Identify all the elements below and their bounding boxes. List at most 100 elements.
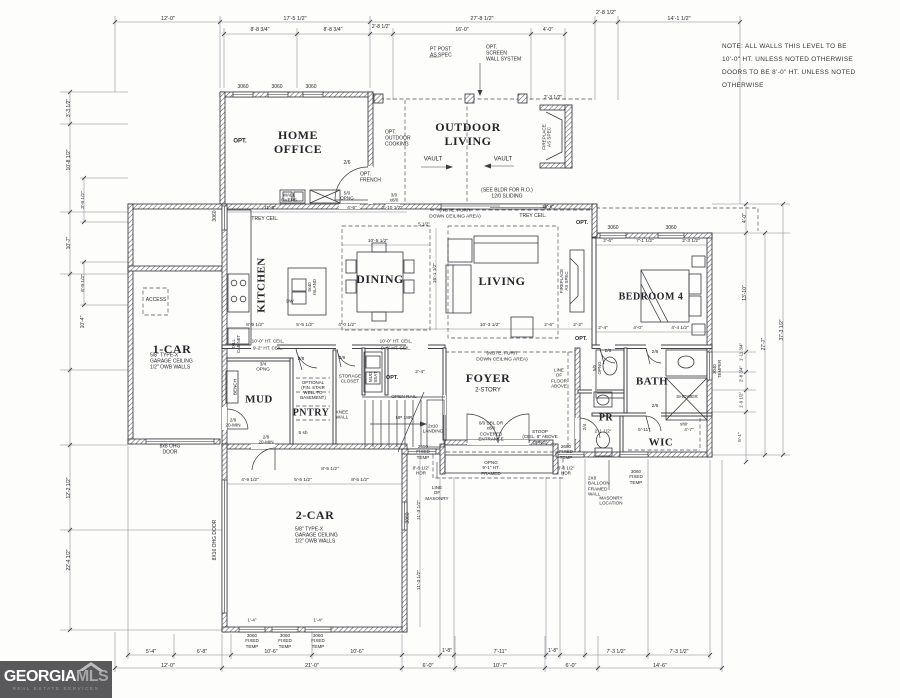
plan-annotation-62: MASONRY LOCATION: [599, 495, 623, 506]
plan-annotation-91: 3040 TEMPER: [711, 359, 722, 379]
plan-annotation-14: 2-STORY: [475, 387, 501, 394]
plan-annotation-90: SHOWER: [676, 395, 698, 401]
butler-cabinet: [309, 189, 341, 204]
plan-annotation-27: 5/0 OPNG: [340, 190, 354, 201]
porch-post: [464, 93, 475, 104]
plan-annotation-72: 2/6: [338, 356, 346, 362]
plan-annotation-52: 1'-4": [313, 617, 323, 623]
plan-annotation-58: STOOP (CEIL. 8" ABOVE OPNG): [522, 429, 558, 445]
plan-annotation-97: OPT.: [576, 219, 588, 226]
plan-annotation-47: 3060 FIXED TEMP: [245, 633, 259, 649]
trey-ceiling-living: [447, 225, 559, 339]
plan-annotation-104: 2'-8 1/2": [595, 9, 617, 16]
plan-annotation-89: 5/0 OPNG: [591, 361, 602, 375]
plan-annotation-36: TREY CEIL.: [251, 216, 279, 223]
plan-annotation-67: KNEE WALL: [335, 409, 349, 420]
plan-annotation-110: 4'-0": [542, 27, 554, 34]
plan-annotation-163: 11'-3 1/2": [417, 500, 423, 520]
plan-annotation-79: OPTIONAL (FIN. STAIR WELL TO BASEMENT): [300, 379, 326, 401]
pantry-shelves: [296, 377, 330, 421]
plan-annotation-56: 8'-6 1/2" HDR: [557, 465, 575, 476]
plan-annotation-105: 14'-1 1/2": [667, 15, 691, 22]
plan-annotation-73: BENCH: [232, 378, 238, 396]
entry-door-right: [497, 413, 530, 444]
plan-annotation-164: 11'-3 1/2": [417, 570, 423, 590]
pr-vanity: [593, 391, 613, 408]
plan-annotation-108: 2'-8 1/2": [371, 24, 391, 31]
kitchen-counter: [227, 209, 252, 345]
plan-annotation-32: 2'-3 1/2": [543, 95, 563, 102]
plan-annotation-109: 16'-0": [455, 27, 469, 34]
room-label-foyer: FOYER: [465, 371, 511, 386]
plan-annotation-106: 8'-8 3/4": [250, 27, 270, 34]
logo-mls-text: MLS: [75, 667, 109, 685]
plan-annotation-129: 10'-7": [66, 236, 73, 250]
plan-note-line1: NOTE: ALL WALLS THIS LEVEL TO BE: [722, 43, 847, 50]
plan-annotation-125: 14'-6": [652, 662, 668, 669]
plan-annotation-51: 1'-4": [247, 617, 257, 623]
plan-annotation-50: 3060 FIXED TEMP: [629, 469, 643, 485]
plan-annotation-60: 2X8 BALLOON FRAMED WALL: [588, 475, 610, 497]
plan-annotation-113: 10'-6": [264, 649, 278, 656]
plan-annotation-39: 5 1/2": [418, 221, 430, 227]
stairs: [362, 391, 445, 453]
door-swings: [226, 166, 662, 471]
plan-annotation-155: 2'-3 1/2": [682, 239, 700, 245]
room-label-kitchen: KITCHEN: [255, 257, 268, 313]
plan-annotation-158: 4'-4 1/2": [671, 326, 689, 332]
plan-annotation-29: VAULT: [423, 156, 443, 163]
plan-annotation-17: 8x8 OHG DOOR: [159, 443, 181, 455]
wall-ovens: [279, 189, 306, 204]
plan-annotation-19: ACCESS: [145, 297, 167, 304]
leader-lines: [421, 56, 610, 490]
plan-annotation-96: FIREPLACE AS SPEC: [558, 268, 569, 294]
kitchen-island: [287, 267, 327, 316]
trey-ceiling-dining: [341, 225, 431, 331]
plan-annotation-132: 12'-2 1/2": [66, 477, 73, 499]
room-label-home-office: HOME OFFICE: [273, 128, 323, 156]
plan-annotation-142: 11'-6": [264, 206, 276, 212]
plan-annotation-126: 3'-3 1/2": [66, 98, 73, 118]
plan-annotation-81: 10'-0" HT. CEIL.: [251, 338, 285, 344]
armchair: [447, 238, 473, 263]
mud-seat-cubby: [363, 351, 383, 393]
plan-annotation-123: 10'-7": [492, 662, 508, 669]
plan-annotation-66: 2x10 LANDING: [422, 423, 444, 434]
plan-annotation-135: 13'-10": [742, 285, 749, 301]
dimension-ticks: [67, 19, 786, 671]
plan-annotation-115: 1'-8": [442, 648, 452, 655]
plan-annotation-161: 8'-5 1/2": [351, 478, 369, 484]
roof-icon: [78, 661, 105, 671]
plan-annotation-128: 3'-9 1/2": [81, 191, 87, 209]
plan-annotation-122: 6'-0": [422, 662, 434, 669]
plan-annotation-130: 6'-9 1/2": [81, 274, 87, 292]
bath-counter: [665, 349, 708, 377]
plan-annotation-61: LINE OF MASONRY: [425, 485, 449, 501]
plan-annotation-49: 3060 FIXED TEMP: [311, 633, 325, 649]
plan-annotation-131: 10'-4": [80, 315, 87, 329]
plan-annotation-30: VAULT: [493, 156, 513, 163]
stair-landing: [426, 399, 445, 448]
mud-bench: [225, 370, 239, 404]
plan-annotation-93: 5'-11": [638, 428, 650, 434]
windows: [145, 91, 713, 633]
nightstand: [691, 323, 706, 336]
bath-sink: [602, 356, 618, 376]
plan-annotation-80: 5 sh: [298, 431, 308, 437]
room-label-pr: PR: [598, 412, 614, 424]
plan-annotation-77: 2/8 20-MIN: [225, 417, 241, 428]
masonry-line: [432, 451, 564, 479]
plan-annotation-112: 6'-8": [196, 649, 208, 656]
french-door: [334, 166, 369, 201]
plan-annotation-41: 3060: [271, 84, 283, 91]
living-fireplace: [569, 249, 585, 313]
plan-annotation-74: TALL CABINET: [231, 334, 241, 354]
plan-annotation-43: 3060: [607, 225, 619, 232]
plan-annotation-127: 10'-8 1/2": [66, 149, 73, 171]
plan-annotation-21: OPT. SCREEN WALL SYSTEM: [486, 44, 522, 62]
plan-annotation-111: 5'-4": [145, 649, 157, 656]
plan-annotation-147: 10'-3 1/2": [479, 323, 501, 329]
room-label-bath: BATH: [635, 375, 669, 388]
